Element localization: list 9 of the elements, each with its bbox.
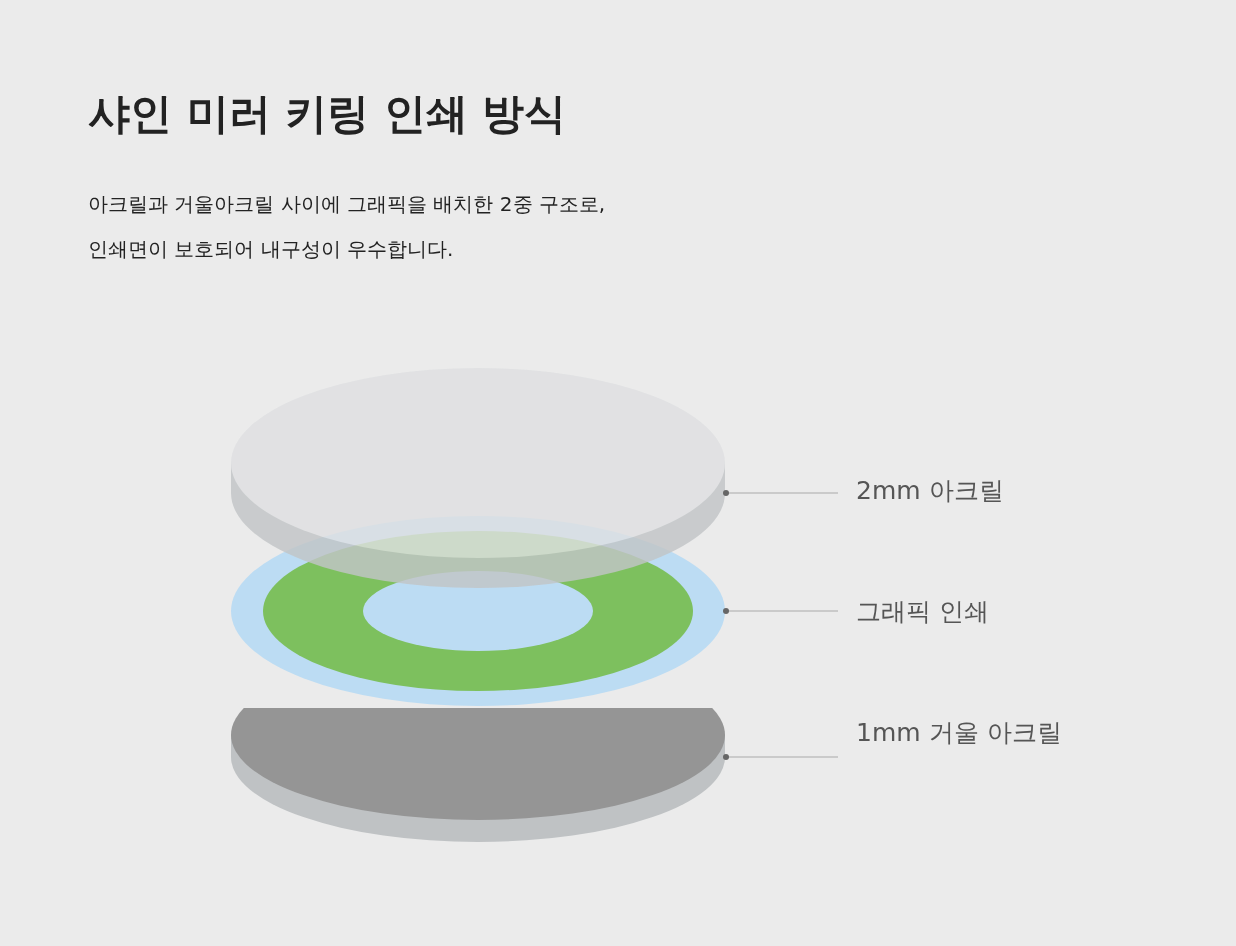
title: 샤인 미러 키링 인쇄 방식 (88, 88, 567, 140)
leader-line (723, 608, 839, 614)
description-text: 아크릴과 거울아크릴 사이에 그래픽을 배치한 2중 구조로, 인쇄면이 보호되어 내구성이 우수합니다. (88, 191, 607, 263)
layer-label: 2mm 아크릴 (856, 474, 1004, 507)
leader-line (723, 490, 839, 496)
mirror-acrylic-disc (229, 708, 727, 844)
layer-label: 1mm 거울 아크릴 (856, 716, 1062, 749)
layer-label: 그래픽 인쇄 (856, 595, 989, 628)
leader-line (723, 754, 839, 760)
